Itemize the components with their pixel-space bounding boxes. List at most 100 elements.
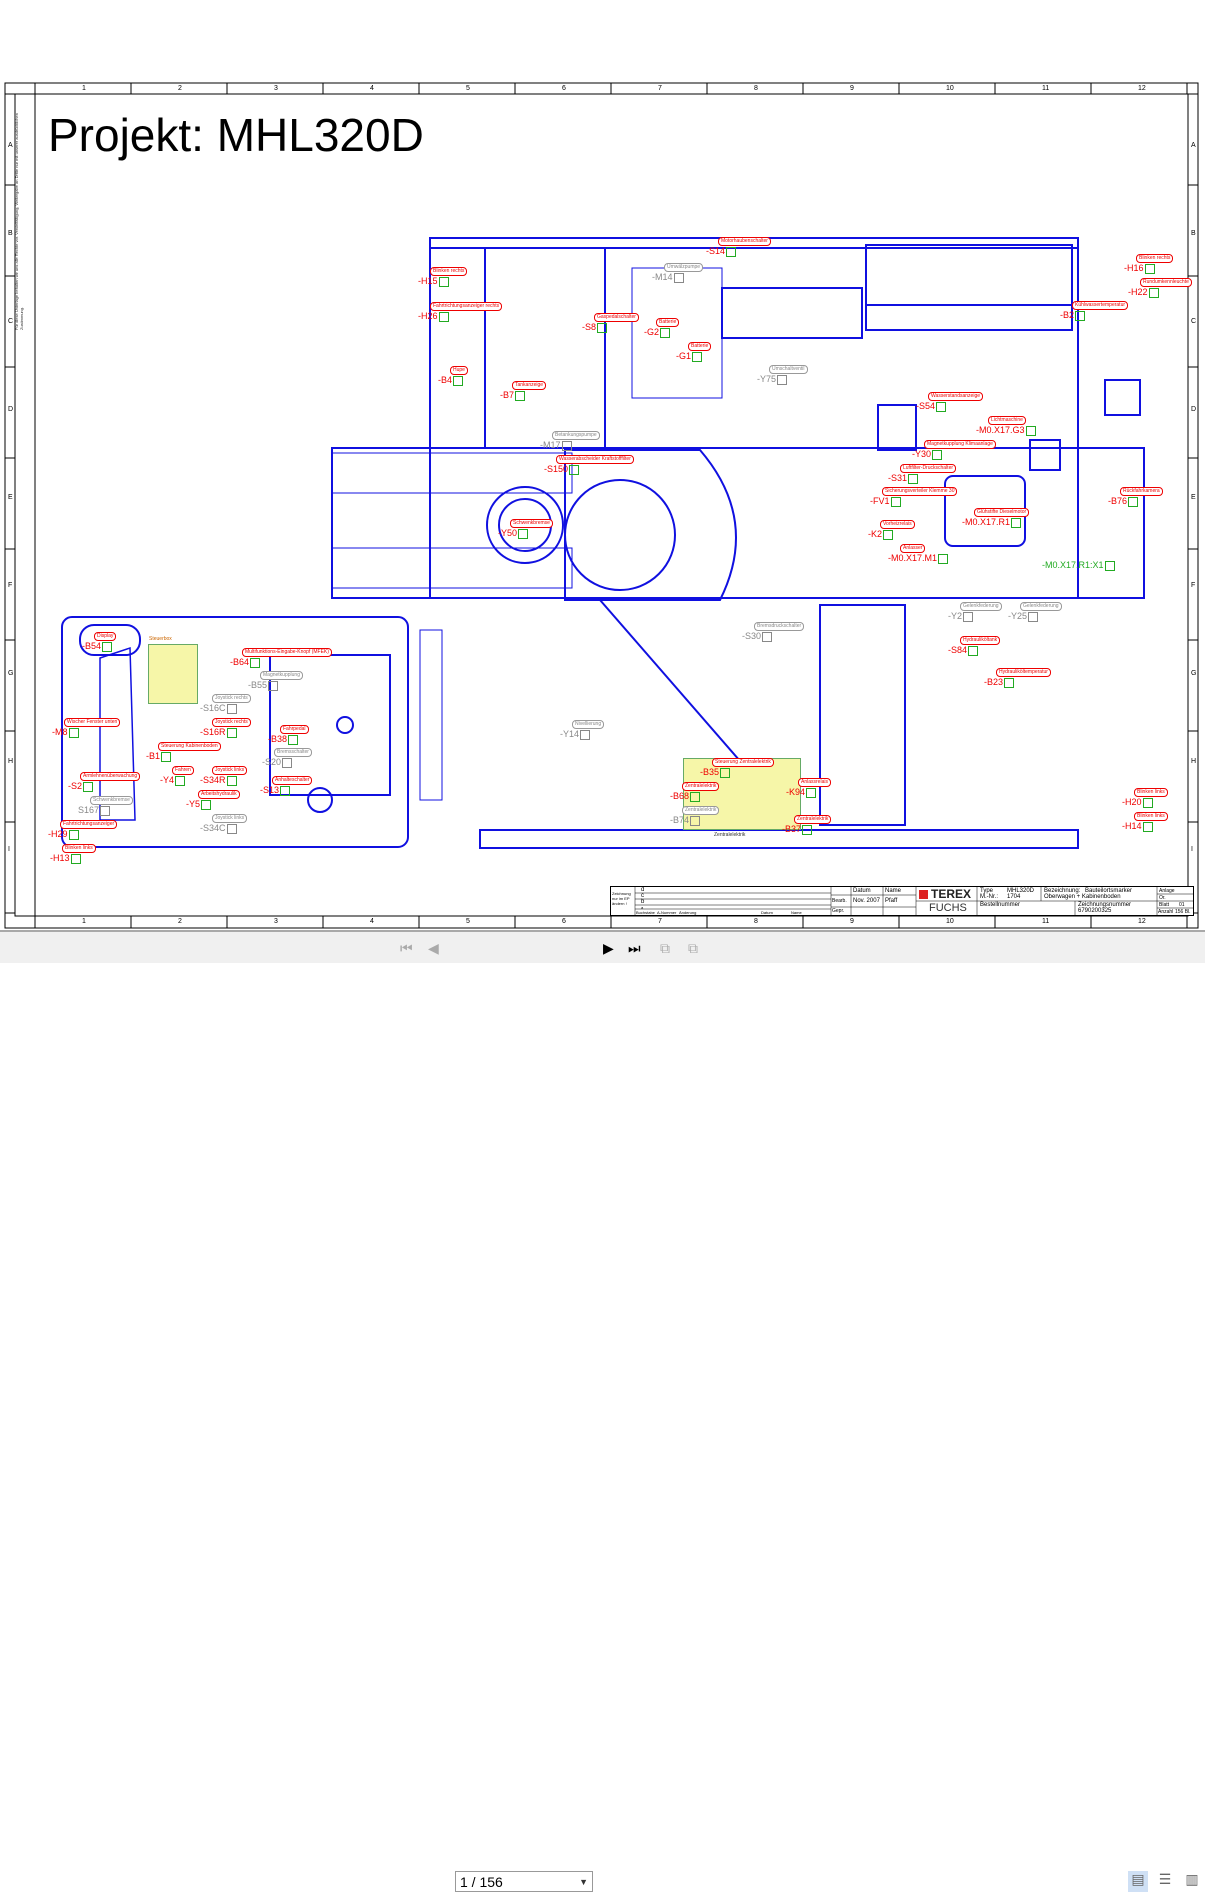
component-marker[interactable]: Hupe-B4 xyxy=(438,366,468,388)
component-marker[interactable]: Blinken rechts-H15 xyxy=(418,267,468,289)
component-marker[interactable]: Joystick rechts-S16C xyxy=(200,694,251,716)
column-number: 3 xyxy=(274,85,278,92)
component-marker[interactable]: Anhalteschalter-S13 xyxy=(260,776,313,798)
component-marker[interactable]: Luftfilter-Druckschalter-S31 xyxy=(888,464,957,486)
component-marker[interactable]: Fahren-Y4 xyxy=(160,766,194,788)
component-marker[interactable]: Blinken rechts-H16 xyxy=(1124,254,1174,276)
component-marker[interactable]: Anlasser-M0.X17.M1 xyxy=(888,544,949,566)
component-designation: -S16C xyxy=(200,703,226,713)
component-marker[interactable]: Fahrtrichtungsanzeiger rechts-H26 xyxy=(418,302,503,324)
component-tag: Blinken rechts xyxy=(430,267,468,276)
component-marker[interactable]: Bremsschalter-S20 xyxy=(262,748,312,770)
component-marker[interactable]: Blinken links-H14 xyxy=(1122,812,1168,834)
component-designation: -Y25 xyxy=(1008,611,1028,621)
bearb-date: Nov. 2007 xyxy=(853,898,880,904)
component-marker[interactable]: Zentralelektrik-B68 xyxy=(670,782,720,804)
component-tag: Hydrauliköltank xyxy=(960,636,1001,645)
component-tag: Betankungspumpe xyxy=(552,431,600,440)
last-page-icon[interactable]: ⏭ xyxy=(628,940,641,956)
component-marker[interactable]: Fahrpedal-B38 xyxy=(268,725,309,747)
chevron-down-icon[interactable]: ▼ xyxy=(579,1877,588,1887)
component-designation: S167 xyxy=(78,805,100,815)
component-marker[interactable]: Betankungspumpe-M17 xyxy=(540,431,600,453)
component-designation: -Y50 xyxy=(498,528,518,538)
component-marker[interactable]: Blinken links-H20 xyxy=(1122,788,1168,810)
page-number-select[interactable]: 1 / 156▼ xyxy=(455,1871,593,1892)
component-marker[interactable]: Joystick links-S34C xyxy=(200,814,248,836)
row-letter: C xyxy=(8,318,14,325)
component-tag: Arbeitshydraulik xyxy=(198,790,240,799)
component-marker[interactable]: Glühstifte Dieselmotor-M0.X17.R1 xyxy=(962,508,1030,530)
component-designation: -G2 xyxy=(644,327,660,337)
component-marker[interactable]: Sicherungsverteiler Klemme 30-FV1 xyxy=(870,487,958,509)
component-marker[interactable]: Wasserabscheider Kraftstofffilter-S150 xyxy=(544,455,634,477)
component-marker[interactable]: Tankanzeige-B7 xyxy=(500,381,547,403)
continuous-view-icon[interactable]: ☰ xyxy=(1158,1871,1172,1887)
component-marker[interactable]: Bremsdruckschalter-S30 xyxy=(742,622,805,644)
single-page-view-icon[interactable]: ▤ xyxy=(1128,1871,1148,1892)
component-marker[interactable]: Hydrauliköltemperatur-B23 xyxy=(984,668,1051,690)
next-page-icon[interactable]: ▶ xyxy=(603,940,614,956)
type-label: Type xyxy=(980,888,994,894)
component-designation: -M8 xyxy=(52,727,68,737)
first-page-icon[interactable]: ⏮ xyxy=(400,940,413,956)
component-marker[interactable]: Joystick rechts-S16R xyxy=(200,718,251,740)
component-marker[interactable]: Zentralelektrik-B74 xyxy=(670,806,720,828)
component-designation: -B64 xyxy=(230,657,250,667)
component-marker[interactable]: Blinken links-H13 xyxy=(50,844,96,866)
component-marker[interactable]: Multifunktions-Eingabe-Knopf (MFEK)-B64 xyxy=(230,648,332,670)
component-designation: -B38 xyxy=(268,734,288,744)
component-marker[interactable]: -M0.X17.R1:X1 xyxy=(1042,560,1115,573)
component-marker[interactable]: Gelenkfederung-Y25 xyxy=(1008,602,1062,624)
component-marker[interactable]: Arbeitshydraulik-Y5 xyxy=(186,790,240,812)
rotate-right-icon[interactable]: ⧉ xyxy=(688,940,698,956)
component-marker[interactable]: Display-B54 xyxy=(82,632,117,654)
component-marker[interactable]: Umwälzpumpe-M14 xyxy=(652,263,704,285)
marker-square-icon xyxy=(1075,311,1086,322)
marker-square-icon xyxy=(268,681,279,692)
component-marker[interactable]: Gelenkfederung-Y2 xyxy=(948,602,1002,624)
component-marker[interactable]: Fahrtrichtungsanzeiger-H29 xyxy=(48,820,118,842)
header: A-Nummer xyxy=(657,910,677,915)
marker-square-icon xyxy=(1011,518,1022,529)
component-marker[interactable]: Rundumkennleuchte-H22 xyxy=(1128,278,1192,300)
component-marker[interactable]: Motorhaubenschalter-S14 xyxy=(706,237,771,259)
component-marker[interactable]: Nivellierung-Y14 xyxy=(560,720,605,742)
component-marker[interactable]: Kühlwassertemperatur-B2 xyxy=(1060,301,1129,323)
marker-square-icon xyxy=(438,312,449,323)
component-marker[interactable]: Joystick links-S34R xyxy=(200,766,248,788)
marker-square-icon xyxy=(68,728,79,739)
two-page-view-icon[interactable]: ▥ xyxy=(1185,1871,1199,1887)
component-designation: -H20 xyxy=(1122,797,1142,807)
component-marker[interactable]: Zentralelektrik-B37 xyxy=(782,815,832,837)
component-marker[interactable]: Schwenkbremse-Y50 xyxy=(498,519,553,541)
component-marker[interactable]: Umschaltventil-Y75 xyxy=(757,365,808,387)
component-marker[interactable]: Magnetkupplung Klimaanlage-Y30 xyxy=(912,440,996,462)
component-marker[interactable]: Magnetkupplung-B55 xyxy=(248,671,303,693)
title-block: Zeichnung nur im EP ändern ! d c b a Buc… xyxy=(610,886,1194,916)
component-marker[interactable]: Steuerung Kabinenboden-B1 xyxy=(146,742,221,764)
rotate-left-icon[interactable]: ⧉ xyxy=(660,940,670,956)
component-tag: Batterie xyxy=(656,318,680,327)
component-marker[interactable]: Gaspedalschalter-S8 xyxy=(582,313,639,335)
prev-page-icon[interactable]: ◀ xyxy=(428,940,439,956)
column-number: 8 xyxy=(754,85,758,92)
component-marker[interactable]: Batterie-G2 xyxy=(644,318,680,340)
component-marker[interactable]: Hydrauliköltank-S84 xyxy=(948,636,1001,658)
component-marker[interactable]: Vorheizrelais-K2 xyxy=(868,520,915,542)
row-letter: I xyxy=(8,846,10,853)
component-marker[interactable]: Wasserstandsanzeige-S54 xyxy=(916,392,984,414)
component-tag: Glühstifte Dieselmotor xyxy=(974,508,1030,517)
component-marker[interactable]: Batterie-G1 xyxy=(676,342,712,364)
component-marker[interactable]: Anlassrelais-K94 xyxy=(786,778,831,800)
component-tag: Bremsschalter xyxy=(274,748,312,757)
column-number: 2 xyxy=(178,918,182,925)
component-marker[interactable]: Wischer Fenster unten-M8 xyxy=(52,718,121,740)
anzahl-value: 156 Bl. xyxy=(1175,909,1191,915)
component-marker[interactable]: Steuerung Zentralelektrik-B35 xyxy=(700,758,774,780)
component-marker[interactable]: Lichtmaschine-M0.X17.G3 xyxy=(976,416,1036,438)
header: Name xyxy=(791,910,802,915)
component-marker[interactable]: Armlehnenüberwachung-S2 xyxy=(68,772,141,794)
component-marker[interactable]: Rückfahrkamera-B76 xyxy=(1108,487,1163,509)
